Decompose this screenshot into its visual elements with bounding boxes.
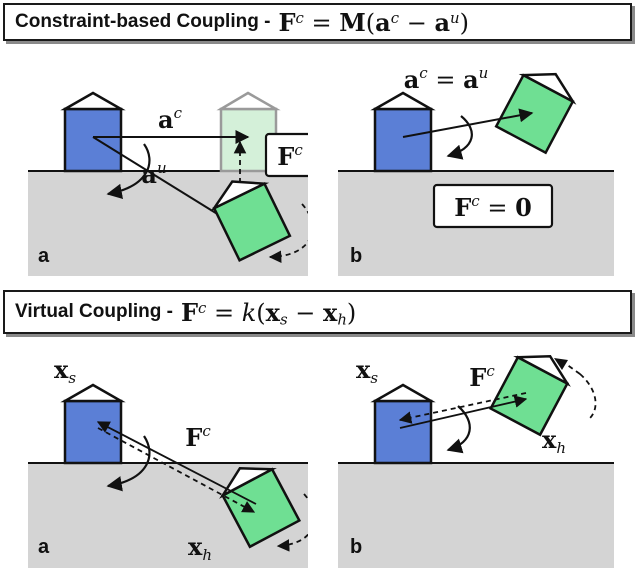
xs-label: xs​ (54, 355, 76, 387)
constraint-coupling-header: Constraint-based Coupling - Fc = M(ac − … (3, 3, 632, 41)
fc-dashed-arrow (97, 427, 256, 513)
fc-label-box (264, 132, 308, 178)
green-block (494, 72, 577, 155)
panel-label: b (350, 536, 362, 558)
rotation-arrow-blue (106, 435, 151, 492)
header-equation: Fc = k(xs − xh) (180, 297, 357, 329)
panel-2a: xs​ Fc​ xh​ a (28, 346, 308, 568)
xh-to-xs-arrow (96, 421, 257, 505)
xs-label: xs​ (356, 355, 378, 387)
ground (338, 463, 614, 568)
rotation-arrow-green (565, 363, 597, 421)
virtual-coupling-header: Virtual Coupling - Fc = k(xs − xh) (3, 290, 632, 334)
panel-label: b (350, 245, 362, 267)
ac-au-label: ac​ = au​ (404, 64, 489, 94)
xh-label: xh​ (542, 425, 566, 457)
fc-label: Fc​ (469, 362, 495, 392)
xs-to-xh-arrow (399, 395, 528, 429)
rotation-arrow (446, 405, 471, 454)
rotation-arrow-green (276, 493, 308, 552)
fc-label: Fc​ (185, 422, 211, 452)
ac-label: ac​ (158, 104, 183, 134)
fc-dashed-arrow (398, 392, 527, 424)
green-block (488, 354, 571, 437)
blue-block (370, 91, 436, 173)
fc-zero-label: Fc​ = 0 (454, 192, 532, 222)
blue-block (60, 383, 126, 465)
rotation-arrow (446, 115, 473, 160)
panel-2b: xs​ Fc​ xh​ b (338, 346, 614, 568)
blue-block (370, 383, 436, 465)
arrow-head (554, 358, 568, 370)
xh-label: xh​ (188, 532, 212, 564)
green-block (219, 466, 302, 549)
ac-arrow (402, 108, 534, 138)
rotation-arrow-blue (106, 143, 151, 199)
panel-1a: Fc​ ac​ au​ a (28, 56, 308, 276)
green-block (210, 180, 292, 263)
blue-block (60, 91, 126, 173)
header-title: Constraint-based Coupling - (15, 11, 271, 32)
panel-label: a (38, 245, 50, 267)
header-title: Virtual Coupling - (15, 301, 173, 322)
panel-1b: ac​ = au​ Fc​ = 0 b (338, 56, 614, 276)
panel-label: a (38, 536, 50, 558)
fc-label: Fc​ (277, 141, 303, 171)
header-equation: Fc = M(ac − au) (278, 7, 469, 37)
au-label: au​ (141, 159, 166, 189)
fc-zero-box (432, 183, 554, 229)
